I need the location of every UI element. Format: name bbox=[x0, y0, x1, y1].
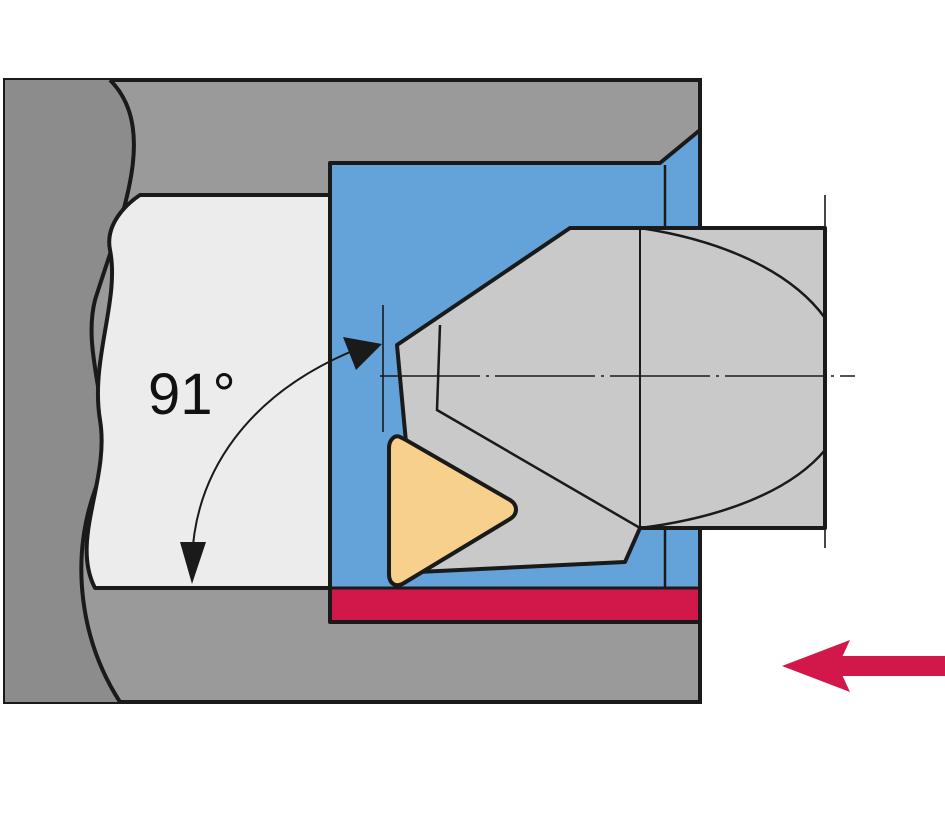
tool-shank bbox=[395, 226, 827, 574]
shank-inner-edge bbox=[435, 324, 641, 530]
angle-arrowhead-top bbox=[343, 337, 382, 370]
angle-label: 91° bbox=[148, 362, 236, 427]
shim-strip bbox=[332, 588, 698, 620]
clamp-curve-lower bbox=[639, 449, 826, 530]
angle-arc bbox=[191, 351, 351, 561]
clamp-curve-upper bbox=[639, 226, 827, 319]
arrow-left-icon bbox=[782, 640, 945, 692]
bore-cavity bbox=[84, 193, 332, 590]
cutting-insert bbox=[387, 434, 518, 588]
angle-arrowhead-bottom bbox=[180, 542, 206, 584]
workpiece-break-zone bbox=[5, 80, 134, 702]
